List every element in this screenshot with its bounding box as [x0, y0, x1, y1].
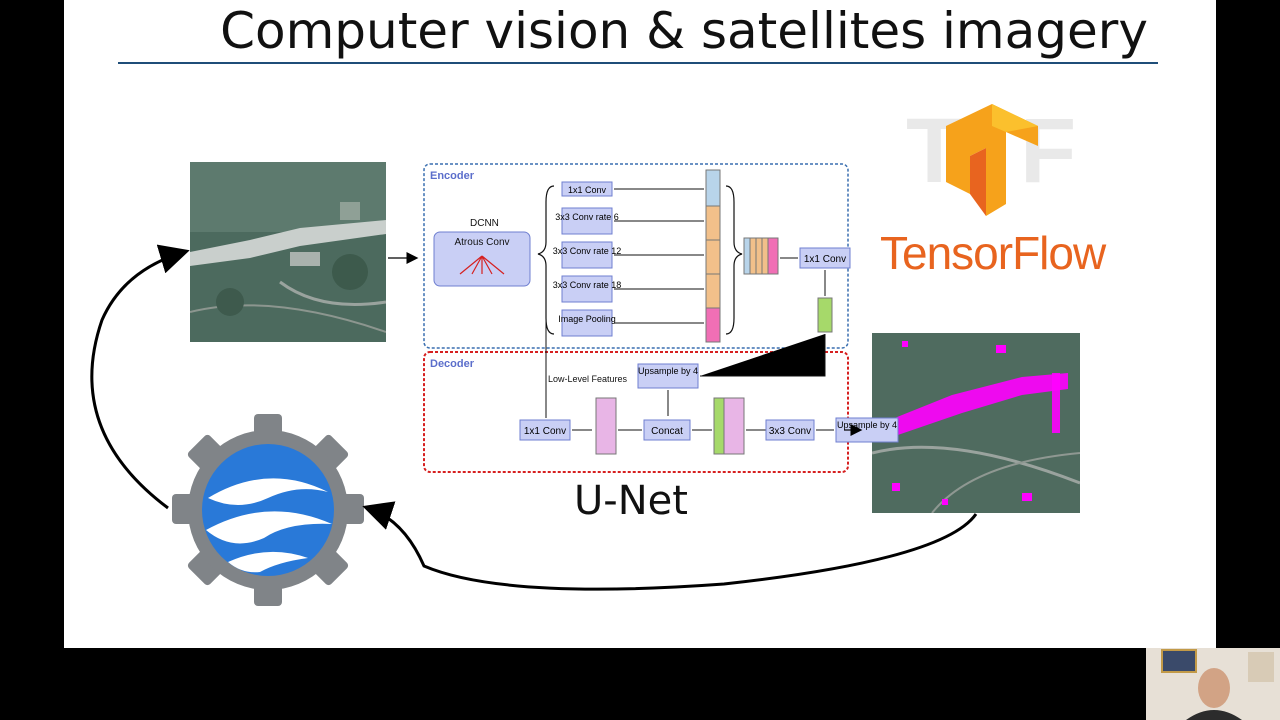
low-level-features-label: Low-Level Features: [548, 374, 628, 384]
atrous-conv-label: Atrous Conv: [454, 237, 509, 248]
decoder-1x1-conv: 1x1 Conv: [524, 426, 566, 437]
dcnn-label: DCNN: [470, 218, 499, 229]
tensorflow-logo-icon: T F: [900, 86, 1100, 231]
branch-rate-6: 3x3 Conv rate 6: [555, 212, 619, 222]
svg-text:F: F: [1020, 100, 1076, 202]
branch-image-pooling: Image Pooling: [558, 314, 616, 324]
slide-title: Computer vision & satellites imagery: [220, 2, 1148, 60]
title-underline: [118, 62, 1158, 64]
satellite-image-segmented: [872, 333, 1080, 513]
model-caption: U-Net: [574, 478, 688, 524]
decoder-upsample-out: Upsample by 4: [837, 420, 897, 430]
earth-engine-gear-icon: [168, 412, 368, 613]
decoder-3x3-conv: 3x3 Conv: [769, 426, 811, 437]
decoder-concat: Concat: [651, 426, 683, 437]
decoder-upsample-top: Upsample by 4: [638, 366, 698, 376]
presenter-webcam: [1146, 648, 1280, 720]
branch-rate-18: 3x3 Conv rate 18: [553, 280, 622, 290]
branch-1x1-conv: 1x1 Conv: [568, 185, 607, 195]
tensorflow-wordmark: TensorFlow: [880, 227, 1106, 279]
satellite-image-input: [190, 162, 386, 342]
encoder-1x1-conv: 1x1 Conv: [804, 254, 846, 265]
slide: Computer vision & satellites imagery: [64, 0, 1216, 648]
encoder-label: Encoder: [430, 170, 475, 182]
segmentation-architecture-diagram: Encoder Decoder DCNN Atrous Conv 1x1 Con…: [420, 162, 920, 487]
decoder-label: Decoder: [430, 358, 475, 370]
branch-rate-12: 3x3 Conv rate 12: [553, 246, 622, 256]
